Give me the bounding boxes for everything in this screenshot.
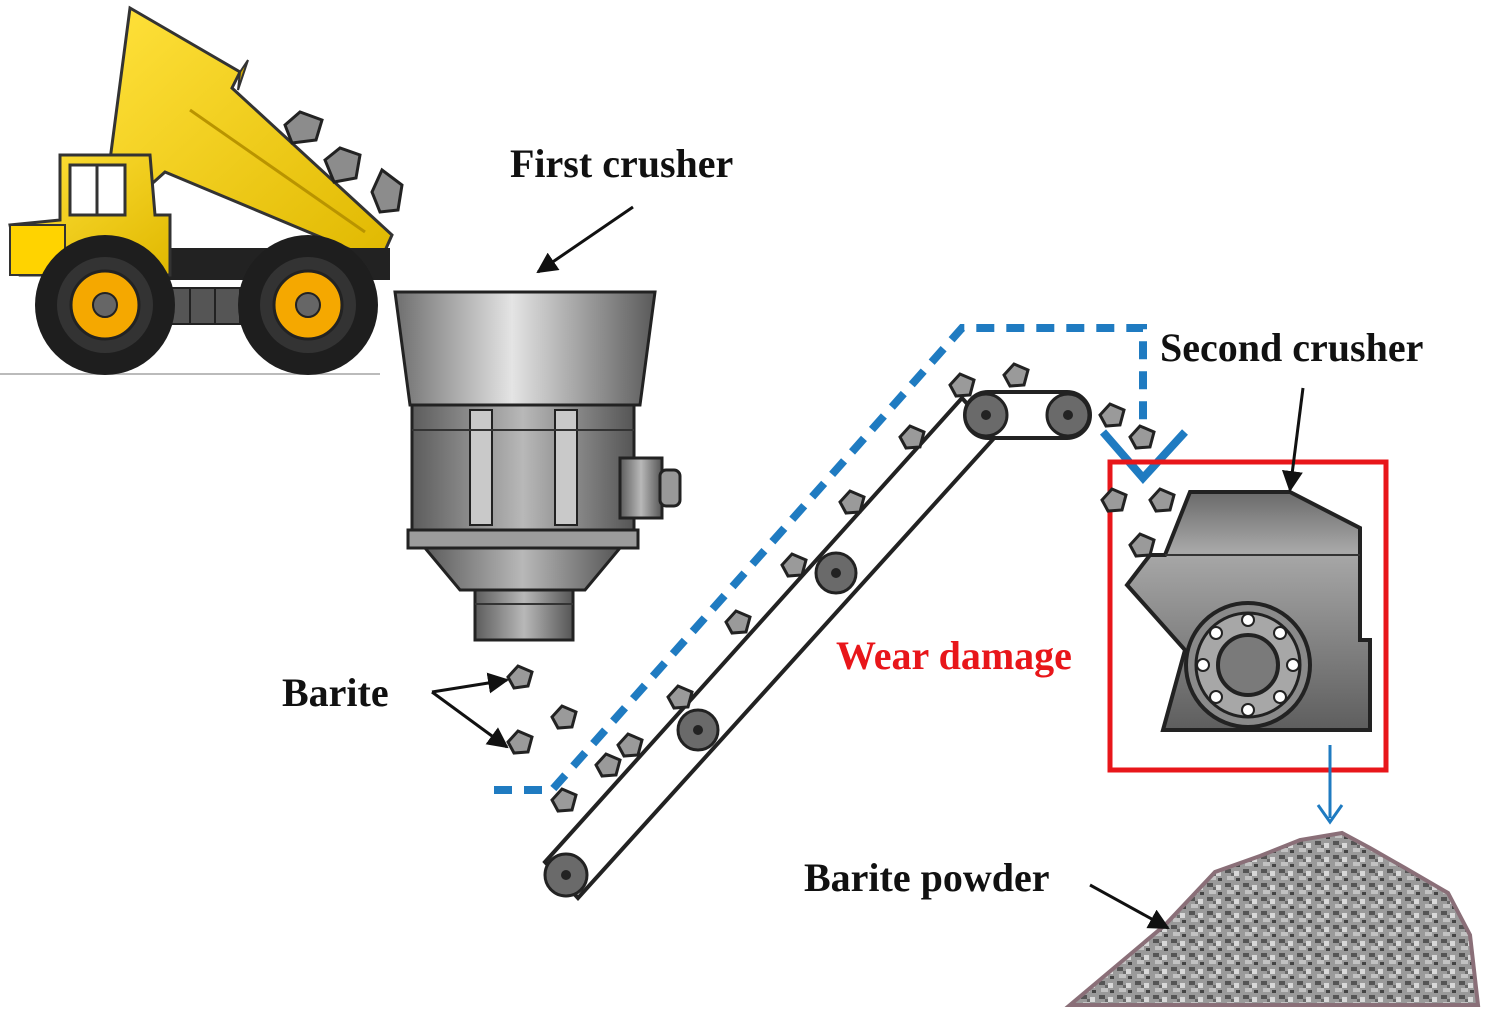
flow-path-line (494, 324, 1147, 794)
powder-pile-icon (1064, 830, 1481, 1007)
barite-rock-icon (898, 424, 926, 450)
second-crusher-label: Second crusher (1160, 325, 1424, 370)
conveyor-roller (543, 852, 589, 898)
crusher-spout (473, 588, 575, 642)
barite-rock-icon (1098, 402, 1126, 428)
barite-powder-pointer (1089, 883, 1170, 930)
barite-rock-icon (506, 664, 534, 690)
second-crusher-pointer (1281, 387, 1305, 493)
barite-pointer-lower (431, 690, 509, 749)
barite-rock-icon (838, 489, 866, 515)
barite-rock-icon (323, 146, 362, 184)
barite-powder-label: Barite powder (804, 855, 1050, 900)
barite-rock-icon (370, 167, 404, 214)
barite-rock-icon (948, 372, 976, 398)
barite-pointer-upper (431, 672, 510, 694)
barite-rock-icon (1128, 532, 1156, 558)
barite-rock-icon (1128, 424, 1156, 450)
barite-rock-icon (780, 552, 808, 578)
flow-path-arrowhead (1099, 429, 1188, 485)
wear-damage-label: Wear damage (836, 633, 1072, 678)
conveyor-roller (1045, 392, 1091, 438)
barite-rock-icon (724, 609, 752, 635)
barite-rock-icon (506, 729, 534, 755)
conveyor-roller (814, 551, 858, 595)
first-crusher-pointer (536, 205, 634, 274)
wear-damage-box (1107, 459, 1389, 773)
belt-conveyor-icon (542, 390, 1092, 901)
truck-wheel-rear (238, 235, 378, 375)
cone-crusher-icon (393, 290, 682, 642)
crusher-body (410, 403, 636, 532)
barite-rock-icon (1002, 362, 1030, 388)
dump-truck-icon (0, 5, 404, 375)
barite-rock-icon (1148, 487, 1176, 513)
conveyor-roller (963, 392, 1009, 438)
barite-rock-icon (616, 732, 644, 758)
truck-wheel-front (35, 235, 175, 375)
barite-rock-icon (666, 684, 694, 710)
barite-rock-icon (550, 787, 578, 813)
barite-rocks (506, 362, 1176, 813)
barite-rock-icon (1100, 487, 1128, 513)
barite-rock-icon (594, 752, 622, 778)
hammer-crusher-icon (1124, 490, 1372, 732)
barite-rock-icon (283, 110, 324, 145)
barite-label: Barite (282, 670, 389, 715)
first-crusher-label: First crusher (510, 141, 734, 186)
conveyor-roller (676, 708, 720, 752)
rotor-flange (1184, 601, 1312, 729)
barite-rock-icon (550, 704, 578, 730)
crusher-hopper (393, 290, 657, 407)
